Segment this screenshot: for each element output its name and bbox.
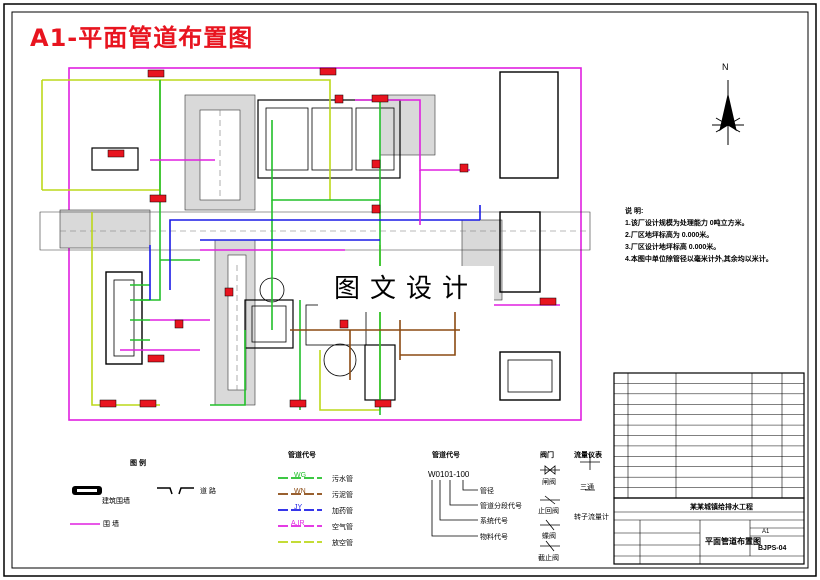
pipe-code: WN xyxy=(294,488,306,495)
inner-frame xyxy=(11,11,809,569)
pipe-code-label: 污泥管 xyxy=(332,492,353,499)
pipe-number-code: W0101-100 xyxy=(428,470,470,479)
north-label: N xyxy=(722,62,729,72)
pipe-code: A.IR xyxy=(291,520,305,527)
north-arrow-icon xyxy=(712,80,744,145)
note-line: 1.该厂设计规模为处理能力 0吨立方米。 xyxy=(625,220,749,227)
instrument-label: 三通 xyxy=(580,484,594,491)
pipe-code-label: 污水管 xyxy=(332,476,353,483)
note-line: 4.本图中单位除管径以毫米计外,其余均以米计。 xyxy=(625,256,773,263)
design-notes: 说 明: 1.该厂设计规模为处理能力 0吨立方米。 2.厂区地坪标高为 0.00… xyxy=(625,206,773,266)
pipe-code-label: 空气管 xyxy=(332,524,353,531)
instrument-label: 转子流量计 xyxy=(574,514,609,521)
pipe-number-part: 管径 xyxy=(480,488,494,495)
legend-heading: 图 例 xyxy=(130,460,146,467)
pipe-code-label: 加药管 xyxy=(332,508,353,515)
outer-frame xyxy=(3,3,817,577)
pipe-number-part: 管道分段代号 xyxy=(480,503,522,510)
watermark: 图文设计 xyxy=(318,266,494,312)
sheet-size: A1 xyxy=(762,529,770,535)
dosing-pipes xyxy=(149,205,481,300)
pipe-code: WG xyxy=(294,472,307,479)
note-line: 3.厂区设计地坪标高 0.000米。 xyxy=(625,244,721,251)
pipe-code: JY xyxy=(294,504,303,511)
pump-markers xyxy=(99,67,557,408)
legend-item: 道 路 xyxy=(200,488,216,495)
main-road xyxy=(39,211,591,251)
legend-item: 围 墙 xyxy=(103,521,119,528)
pipe-number-heading: 管道代号 xyxy=(432,452,460,459)
valve-symbols xyxy=(540,454,600,552)
drawing-title: A1-平面管道布置图 xyxy=(30,24,254,52)
equipment-table xyxy=(613,372,805,499)
project-name: 某某城镇给排水工程 xyxy=(690,504,753,511)
legend-item: 建筑围墙 xyxy=(102,498,130,505)
road-symbol xyxy=(157,487,194,495)
notes-heading: 说 明: xyxy=(625,208,644,215)
pipe-code-lines xyxy=(278,477,322,543)
drawing-number: BJPS-04 xyxy=(758,545,787,552)
pipe-number-part: 物料代号 xyxy=(480,534,508,541)
pipe-number-part: 系统代号 xyxy=(480,518,508,525)
pipe-codes-heading: 管道代号 xyxy=(288,452,316,459)
valve-label: 截止阀 xyxy=(538,555,559,562)
instruments-heading: 流量仪表 xyxy=(574,452,602,459)
pipe-number-leaders xyxy=(431,480,478,537)
title-block xyxy=(613,497,805,565)
drawing-name: 平面管道布置图 xyxy=(705,537,761,546)
valve-label: 闸阀 xyxy=(542,479,556,486)
sludge-pipes xyxy=(290,310,460,380)
pipe-code-label: 放空管 xyxy=(332,540,353,547)
valve-label: 蝶阀 xyxy=(542,533,556,540)
valves-heading: 阀门 xyxy=(540,452,554,459)
note-line: 2.厂区地坪标高为 0.000米。 xyxy=(625,232,714,239)
valve-label: 止回阀 xyxy=(538,508,559,515)
